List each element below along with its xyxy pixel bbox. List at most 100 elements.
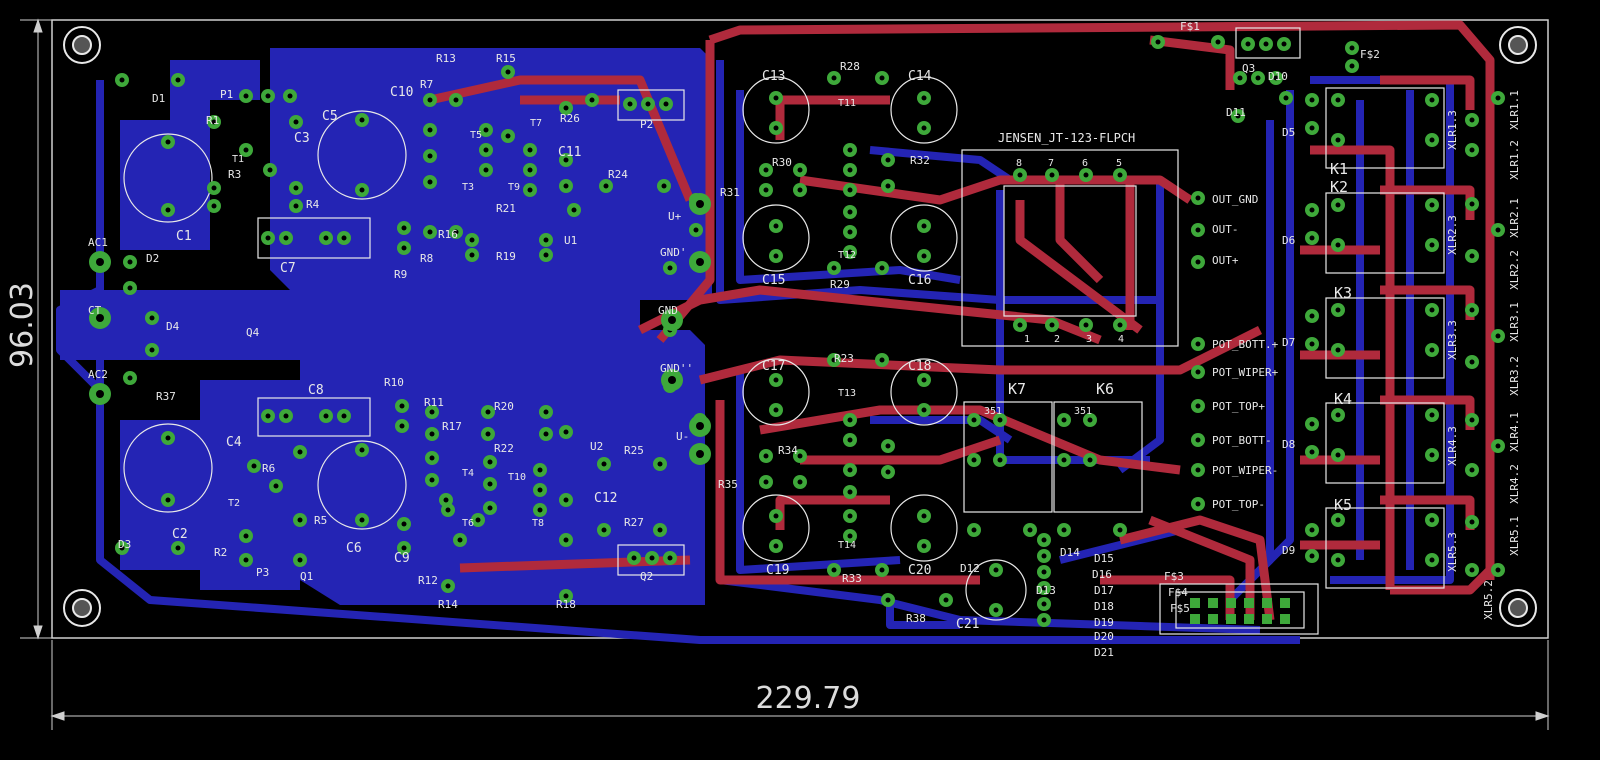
part-designator: R38 xyxy=(906,612,926,625)
drill-hole xyxy=(763,167,769,173)
part-designator: D13 xyxy=(1036,584,1056,597)
drill-hole xyxy=(997,417,1003,423)
drill-hole xyxy=(657,527,663,533)
header-pin xyxy=(1262,598,1272,608)
part-designator: T5 xyxy=(470,130,482,141)
drill-hole xyxy=(831,75,837,81)
drill-hole xyxy=(1469,201,1475,207)
drill-hole xyxy=(773,513,779,519)
drill-hole xyxy=(1469,253,1475,259)
header-pin xyxy=(1280,598,1290,608)
drill-hole xyxy=(399,423,405,429)
drill-hole xyxy=(847,209,853,215)
drill-hole xyxy=(1335,307,1341,313)
part-designator: R3 xyxy=(228,168,241,181)
drill-hole xyxy=(427,127,433,133)
drill-hole xyxy=(847,417,853,423)
drill-hole xyxy=(273,483,279,489)
connector-label-pot-top-plus: POT_TOP+ xyxy=(1212,400,1265,413)
transformer-pin-2: 2 xyxy=(1054,334,1060,345)
drill-hole xyxy=(457,537,463,543)
part-designator: F$1 xyxy=(1180,20,1200,33)
net-label-gnd: GND xyxy=(658,304,678,317)
drill-hole xyxy=(993,567,999,573)
part-designator: D12 xyxy=(960,562,980,575)
part-designator: D3 xyxy=(118,538,131,551)
part-designator: R22 xyxy=(494,442,514,455)
connector-label-out-plus: OUT+ xyxy=(1212,254,1239,267)
drill-hole xyxy=(1087,457,1093,463)
dimension-lines xyxy=(20,18,1550,730)
drill-hole xyxy=(1017,322,1023,328)
drill-hole xyxy=(1335,412,1341,418)
drill-hole xyxy=(879,357,885,363)
part-designator: Q3 xyxy=(1242,62,1255,75)
drill-hole xyxy=(505,69,511,75)
drill-hole xyxy=(1429,452,1435,458)
drill-hole xyxy=(429,455,435,461)
part-designator: T1 xyxy=(232,154,244,165)
drill-hole xyxy=(921,513,927,519)
xlr-label: XLR1.3 xyxy=(1446,110,1459,150)
drill-hole xyxy=(1495,333,1501,339)
relay-label-k2: K2 xyxy=(1330,178,1348,196)
drill-hole xyxy=(243,557,249,563)
connector-label-pot-bott-minus: POT_BOTT- xyxy=(1212,434,1272,447)
drill-hole xyxy=(96,258,104,266)
net-label-ac2: AC2 xyxy=(88,368,108,381)
transformer-label: JENSEN_JT-123-FLPCH xyxy=(998,131,1135,145)
part-designator: F$4 xyxy=(1168,586,1188,599)
part-designator: C21 xyxy=(956,617,979,632)
part-designator: P1 xyxy=(220,88,233,101)
drill-hole xyxy=(885,183,891,189)
part-designator: C1 xyxy=(176,229,192,244)
xlr-label: XLR5.3 xyxy=(1446,532,1459,572)
drill-hole xyxy=(1245,41,1251,47)
part-designator: T9 xyxy=(508,182,520,193)
drill-hole xyxy=(297,557,303,563)
drill-hole xyxy=(359,517,365,523)
drill-hole xyxy=(1041,601,1047,607)
drill-hole xyxy=(323,235,329,241)
drill-hole xyxy=(847,167,853,173)
drill-hole xyxy=(1273,75,1279,81)
part-designator: R31 xyxy=(720,186,740,199)
drill-hole xyxy=(563,537,569,543)
drill-hole xyxy=(1335,242,1341,248)
part-designator: D6 xyxy=(1282,234,1295,247)
part-designator: C9 xyxy=(394,551,410,566)
drill-hole xyxy=(483,127,489,133)
drill-hole xyxy=(1335,557,1341,563)
drill-hole xyxy=(211,203,217,209)
drill-hole xyxy=(1195,259,1201,265)
drill-hole xyxy=(487,459,493,465)
drill-hole xyxy=(1049,322,1055,328)
drill-hole xyxy=(1309,421,1315,427)
drill-hole xyxy=(847,147,853,153)
part-designator: D10 xyxy=(1268,70,1288,83)
part-designator: D11 xyxy=(1226,106,1246,119)
drill-hole xyxy=(1309,449,1315,455)
drill-hole xyxy=(797,167,803,173)
xlr-label: XLR3.2 xyxy=(1508,356,1521,396)
part-designator: D8 xyxy=(1282,438,1295,451)
transformer-pin-1: 1 xyxy=(1024,334,1030,345)
drill-hole xyxy=(563,429,569,435)
header-pin xyxy=(1226,598,1236,608)
part-designator: R24 xyxy=(608,168,628,181)
connector-label-pot-wiper-plus: POT_WIPER+ xyxy=(1212,366,1279,379)
drill-hole xyxy=(1469,417,1475,423)
part-designator: D18 xyxy=(1094,600,1114,613)
drill-hole xyxy=(175,77,181,83)
part-designator: C20 xyxy=(908,563,931,578)
drill-hole xyxy=(1195,467,1201,473)
drill-hole xyxy=(668,316,676,324)
drill-hole xyxy=(483,167,489,173)
part-designator: C10 xyxy=(390,85,413,100)
drill-hole xyxy=(1195,501,1201,507)
drill-hole xyxy=(797,453,803,459)
part-designator: C16 xyxy=(908,273,931,288)
drill-hole xyxy=(475,517,481,523)
part-designator: D16 xyxy=(1092,568,1112,581)
drill-hole xyxy=(287,93,293,99)
